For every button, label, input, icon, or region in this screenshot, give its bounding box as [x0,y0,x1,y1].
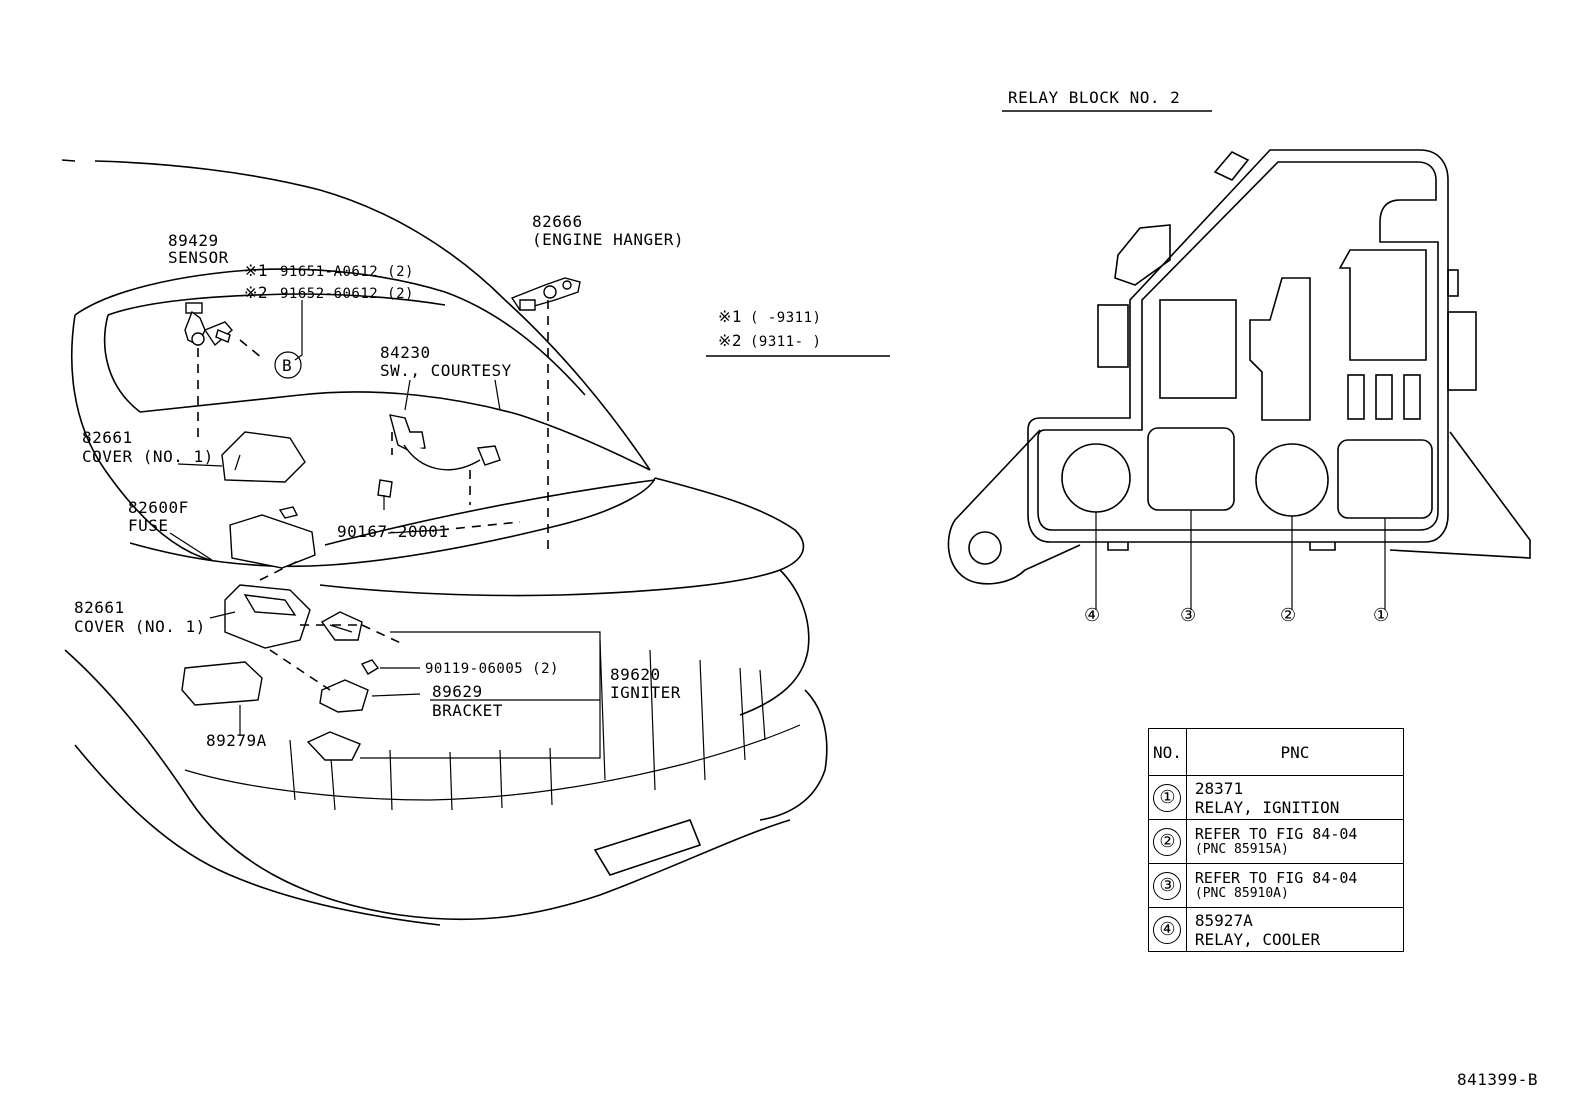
tray-part-number: 89279A [206,731,267,750]
bolt-mark-2: ※2 [244,283,268,302]
legend-range-1: ( -9311) [750,310,821,326]
fuse-name: FUSE [128,516,169,535]
bolt-part-2: 91652-60612 (2) [280,286,414,302]
relay-position-3: ③ [1180,605,1196,626]
row-line1: REFER TO FIG 84-04 [1194,869,1358,887]
legend-range-2: (9311- ) [750,334,821,350]
date-legend: ※1 ( -9311) ※2 (9311- ) [706,307,890,357]
courtesy-switch-part [377,414,501,510]
bolt-mark-1: ※1 [244,261,268,280]
cover-lower-part-number: 82661 [74,598,125,617]
fuse-part-number: 82600F [128,498,189,517]
leader-lines [169,300,601,759]
fuse-part [278,506,299,519]
igniter-name: IGNITER [610,683,681,702]
header-no: NO. [1148,728,1187,776]
table-row: ③ REFER TO FIG 84-04 (PNC 85910A) [1148,863,1405,908]
row-line2: (PNC 85915A) [1194,842,1289,857]
relay-position-4: ④ [1084,605,1100,626]
ref-b-circle [274,351,302,379]
screw-part-number: 90119-06005 (2) [425,661,559,677]
table-row: ④ 85927A RELAY, COOLER [1148,907,1405,952]
bracket-part [319,679,369,713]
fuse-box-upper-part [229,514,316,569]
sensor-name: SENSOR [168,248,229,267]
vehicle-body-outline [61,159,828,926]
cover-upper-part [221,431,306,483]
row-line2: (PNC 85910A) [1194,886,1289,901]
relay-position-1: ① [1373,605,1389,626]
relay-connector-part [320,611,363,641]
bolt-part-1: 91651-A0612 (2) [280,264,414,280]
igniter-part [306,731,361,761]
bracket-name: BRACKET [432,701,503,720]
relay-position-2: ② [1280,605,1296,626]
pnc-table-header: NO. PNC [1148,728,1405,776]
relay-block-title: RELAY BLOCK NO. 2 [1008,88,1180,107]
legend-mark-1: ※1 [718,307,742,326]
tray-part [181,661,263,706]
screw-part [360,659,380,675]
clip-part-number: 90167-20001 [337,522,448,541]
bracket-part-number: 89629 [432,682,483,701]
figure-id: 841399-B [1457,1070,1538,1089]
table-row: ② REFER TO FIG 84-04 (PNC 85915A) [1148,819,1405,864]
row-line2: RELAY, IGNITION [1194,797,1340,817]
row-line1: 28371 [1194,778,1244,798]
header-pnc: PNC [1185,728,1405,776]
table-row: ① 28371 RELAY, IGNITION [1148,775,1405,820]
row-number: ① [1153,783,1182,812]
row-number: ④ [1153,915,1182,944]
hanger-part-number: 82666 [532,212,583,231]
ref-b-label: B [282,356,292,375]
cover-upper-name: COVER (NO. 1) [82,447,214,466]
cover-upper-part-number: 82661 [82,428,133,447]
row-line2: RELAY, COOLER [1194,929,1321,949]
pnc-table: NO. PNC ① 28371 RELAY, IGNITION ② REFER … [1148,728,1405,952]
hanger-name: (ENGINE HANGER) [532,230,684,249]
fuse-box-lower-part [224,584,311,649]
engine-hanger-part [510,277,581,311]
legend-mark-2: ※2 [718,331,742,350]
cover-lower-name: COVER (NO. 1) [74,617,206,636]
row-number: ③ [1153,871,1182,900]
courtesy-part-number: 84230 [380,343,431,362]
courtesy-name: SW., COURTESY [380,361,512,380]
row-line1: 85927A [1194,910,1253,930]
row-line1: REFER TO FIG 84-04 [1194,825,1358,843]
relay-block-drawing [947,149,1531,610]
sensor-part [184,302,233,347]
row-number: ② [1153,827,1182,856]
igniter-part-number: 89620 [610,665,661,684]
sensor-part-number: 89429 [168,231,219,250]
